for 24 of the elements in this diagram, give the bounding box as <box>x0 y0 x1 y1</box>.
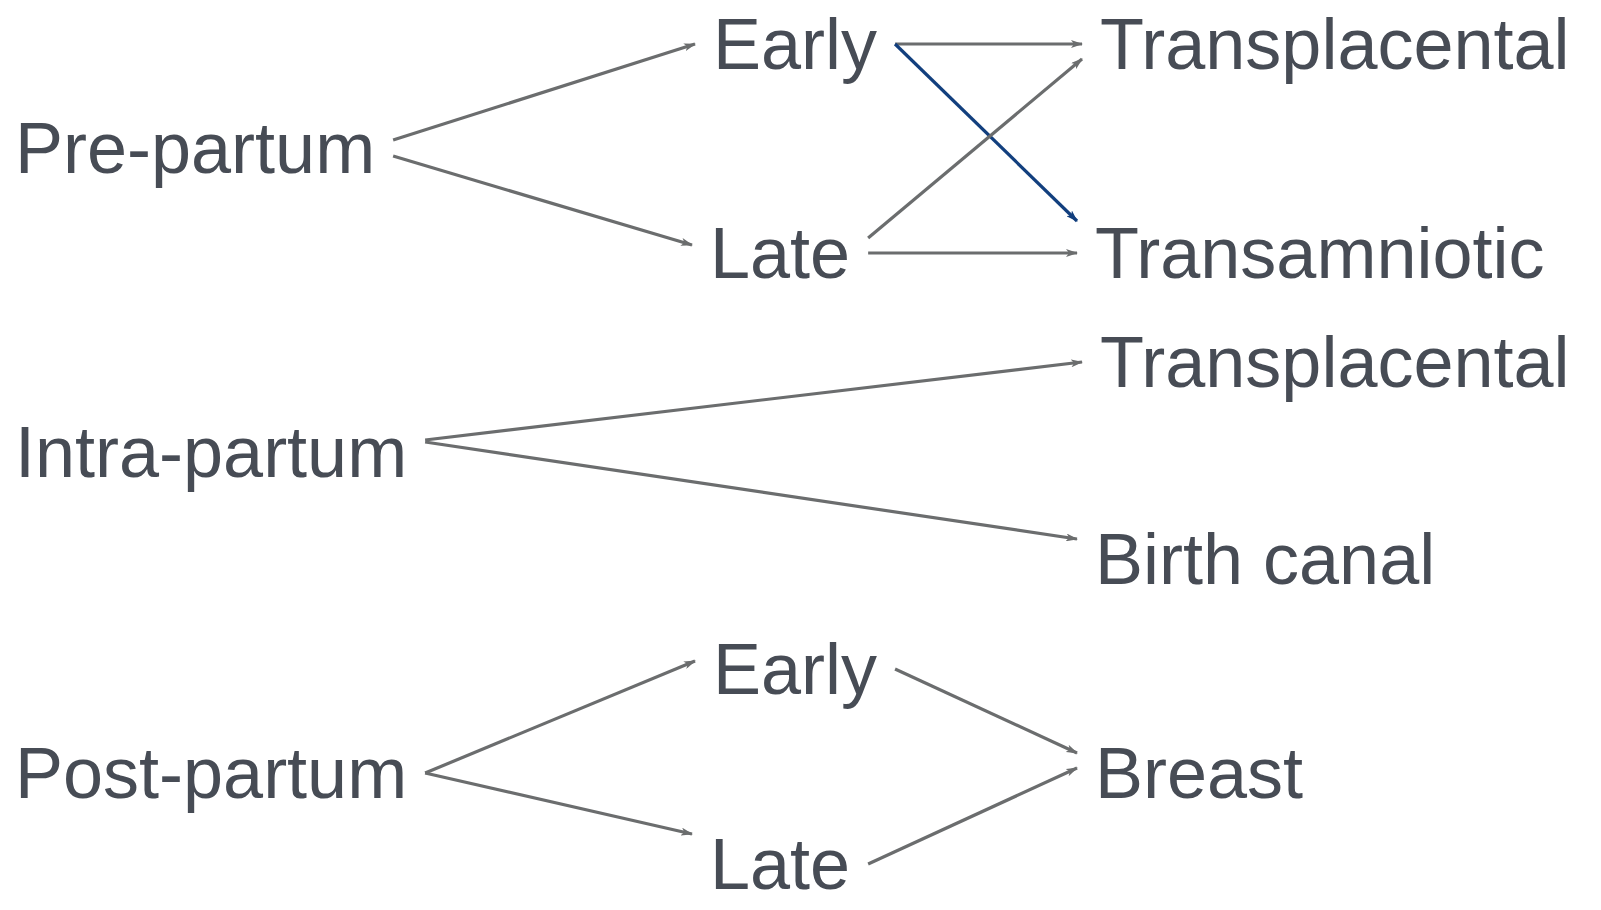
arrow <box>893 42 1079 223</box>
arrow <box>392 154 693 247</box>
node-label: Early <box>695 2 896 86</box>
node-label: Birth canal <box>1077 517 1454 601</box>
node-label: Pre-partum <box>15 106 394 190</box>
arrow <box>867 766 1078 866</box>
arrow <box>424 440 1078 542</box>
arrow <box>895 40 1083 48</box>
node-label: Late <box>692 822 869 906</box>
node-label: Early <box>695 627 896 711</box>
arrow <box>424 771 693 836</box>
arrow <box>424 359 1083 442</box>
arrow <box>392 42 696 142</box>
arrow <box>894 667 1078 755</box>
node-label: Intra-partum <box>15 410 426 494</box>
node-label: Transplacental <box>1082 2 1588 86</box>
arrow <box>424 659 696 775</box>
arrow <box>867 57 1084 240</box>
arrow <box>868 249 1078 257</box>
node-label: Breast <box>1077 731 1322 815</box>
node-label: Transamniotic <box>1077 211 1563 295</box>
node-label: Transplacental <box>1082 320 1588 404</box>
node-label: Late <box>692 211 869 295</box>
node-label: Post-partum <box>15 731 426 815</box>
